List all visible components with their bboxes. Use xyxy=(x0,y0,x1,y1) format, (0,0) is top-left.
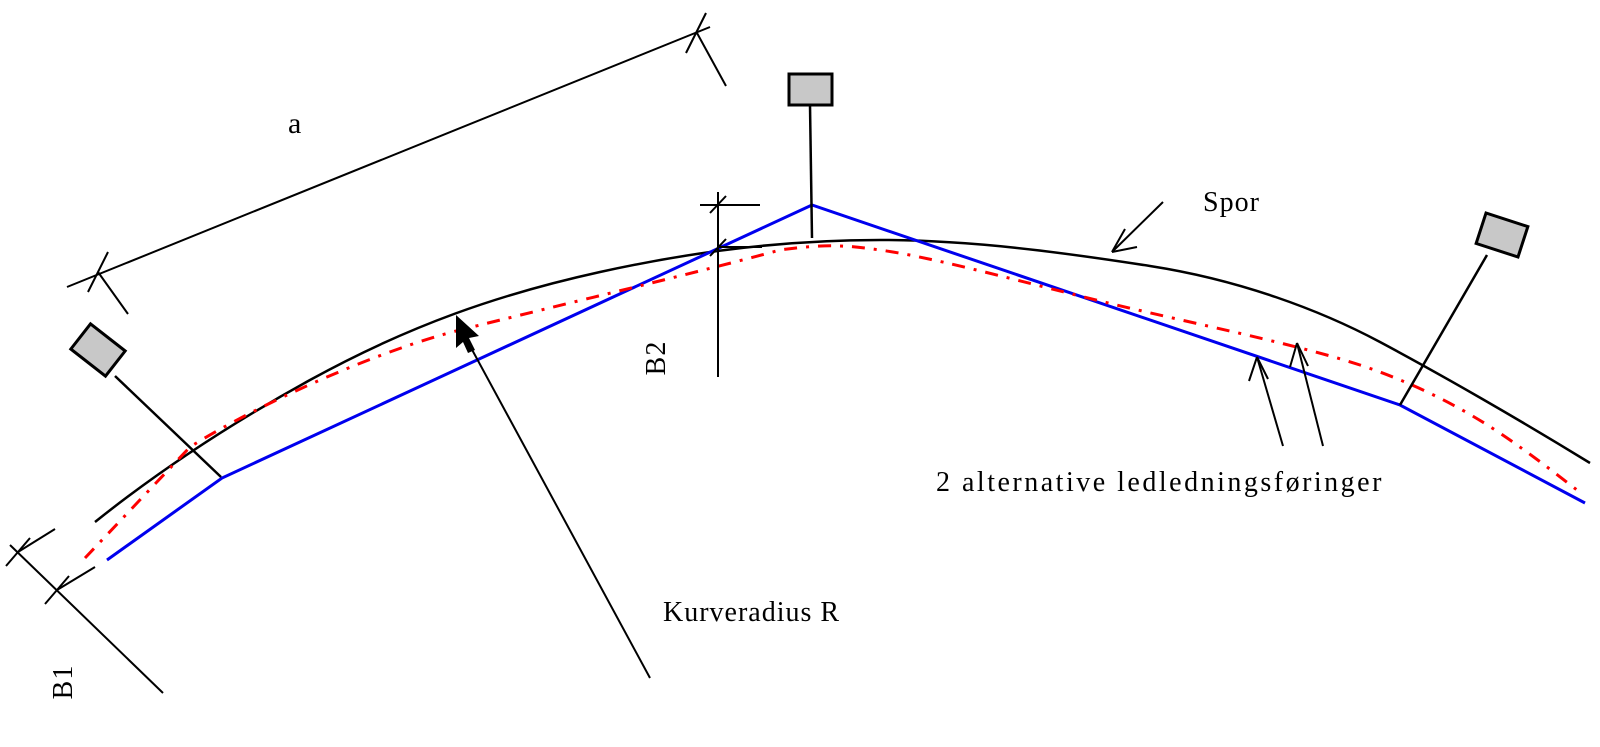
dimension-b1-ext-2 xyxy=(56,566,96,591)
kurveradius-label: Kurveradius R xyxy=(663,597,840,628)
spor-annotation: Spor xyxy=(1111,187,1260,253)
alternatives-annotation: 2 alternative ledledningsføringer xyxy=(936,342,1384,498)
alt-leader-1-line xyxy=(1256,356,1284,447)
alt-leader-2-barb1 xyxy=(1289,342,1298,368)
mast-right-symbol xyxy=(1474,211,1530,259)
chord-route xyxy=(106,203,1586,562)
dimension-b2: B2 xyxy=(641,192,762,377)
dimension-a-ext-right xyxy=(696,32,727,87)
dimension-b1-ext-1 xyxy=(17,528,56,553)
mast-right-stem xyxy=(1398,254,1489,406)
mast-left xyxy=(68,321,222,478)
spor-label: Spor xyxy=(1203,187,1260,218)
dimension-b1: B1 xyxy=(5,528,164,700)
mast-right xyxy=(1398,211,1530,406)
alt-leader-2-line xyxy=(1296,342,1324,447)
dimension-a-label: a xyxy=(288,107,301,140)
dimension-a-line xyxy=(66,26,711,288)
alt-leader-2-barb2 xyxy=(1296,342,1309,367)
spor-leader-line xyxy=(1111,201,1164,253)
dimension-a-tick-right xyxy=(685,12,707,54)
mast-left-stem xyxy=(114,375,222,478)
kurveradius-annotation: Kurveradius R xyxy=(462,332,840,679)
dimension-b2-tick-top xyxy=(709,195,727,214)
mast-left-symbol xyxy=(68,321,128,379)
dimension-a-ext-left xyxy=(97,271,129,315)
spor-arrowhead-barb2 xyxy=(1111,228,1126,253)
alt-leader-1-barb1 xyxy=(1248,356,1258,382)
dimension-b1-label: B1 xyxy=(48,665,79,700)
alternatives-label: 2 alternative ledledningsføringer xyxy=(936,467,1384,498)
mast-center xyxy=(787,72,834,239)
track-curve xyxy=(94,238,1591,523)
mouse-cursor xyxy=(456,315,479,353)
mast-center-symbol xyxy=(787,72,834,107)
kurveradius-leader-line xyxy=(462,332,651,679)
alt-route xyxy=(83,244,1578,560)
alt-leader-1-barb2 xyxy=(1256,356,1269,380)
dimension-a: a xyxy=(66,12,727,315)
dimension-b1-line xyxy=(9,544,164,694)
mast-center-stem xyxy=(808,104,814,239)
dimension-b2-label: B2 xyxy=(641,341,672,376)
spor-arrowhead-barb1 xyxy=(1111,246,1138,253)
